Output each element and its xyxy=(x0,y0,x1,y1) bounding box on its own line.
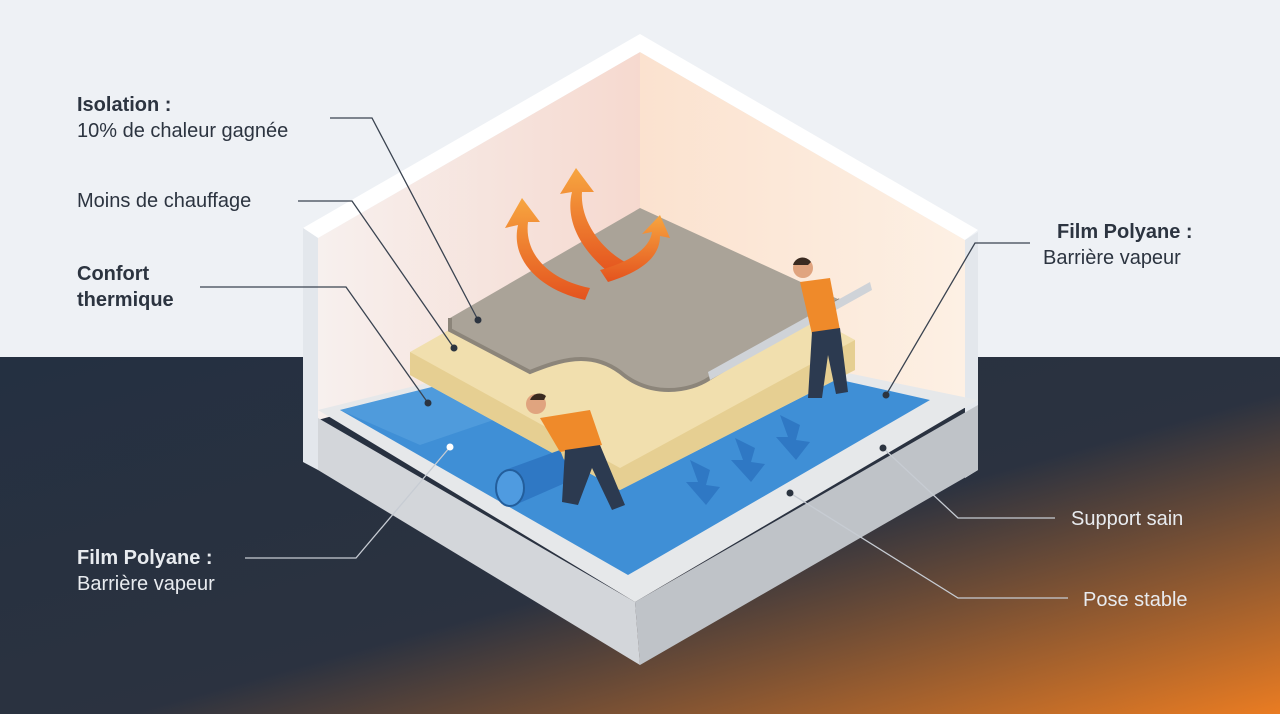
screed-layer xyxy=(450,208,840,390)
label-confort: Confort thermique xyxy=(77,261,174,313)
left-wall-edge xyxy=(303,228,318,470)
worker-right xyxy=(793,257,848,398)
label-film-left-text: Barrière vapeur xyxy=(77,573,215,595)
worker-left xyxy=(526,393,625,510)
label-moins-chauffage: Moins de chauffage xyxy=(77,190,252,212)
label-confort-line2: thermique xyxy=(77,289,174,311)
heat-arrow-icon xyxy=(560,168,625,275)
label-isolation-title: Isolation : xyxy=(77,94,172,116)
label-confort-line1: Confort xyxy=(77,263,150,285)
leader-dots xyxy=(424,316,890,497)
label-film-right-text: Barrière vapeur xyxy=(1043,247,1181,269)
label-isolation: Isolation : 10% de chaleur gagnée xyxy=(77,92,288,144)
film-roll xyxy=(495,450,572,507)
insulation-front xyxy=(410,340,855,490)
slab-right-face xyxy=(635,405,978,665)
moisture-arrows xyxy=(686,415,810,505)
label-support: Support sain xyxy=(1071,508,1184,530)
heat-arrow-icon xyxy=(505,198,590,300)
heat-arrow-icon xyxy=(600,215,670,282)
leader-lines xyxy=(200,117,1068,599)
label-film-left-title: Film Polyane : xyxy=(77,547,213,569)
label-film-right-title: Film Polyane : xyxy=(1057,221,1193,243)
label-film-right: Film Polyane : Barrière vapeur xyxy=(1043,219,1193,271)
label-pose: Pose stable xyxy=(1083,589,1188,611)
label-isolation-text: 10% de chaleur gagnée xyxy=(77,120,289,142)
slab-left-face xyxy=(318,418,640,665)
label-film-left: Film Polyane : Barrière vapeur xyxy=(77,545,215,597)
